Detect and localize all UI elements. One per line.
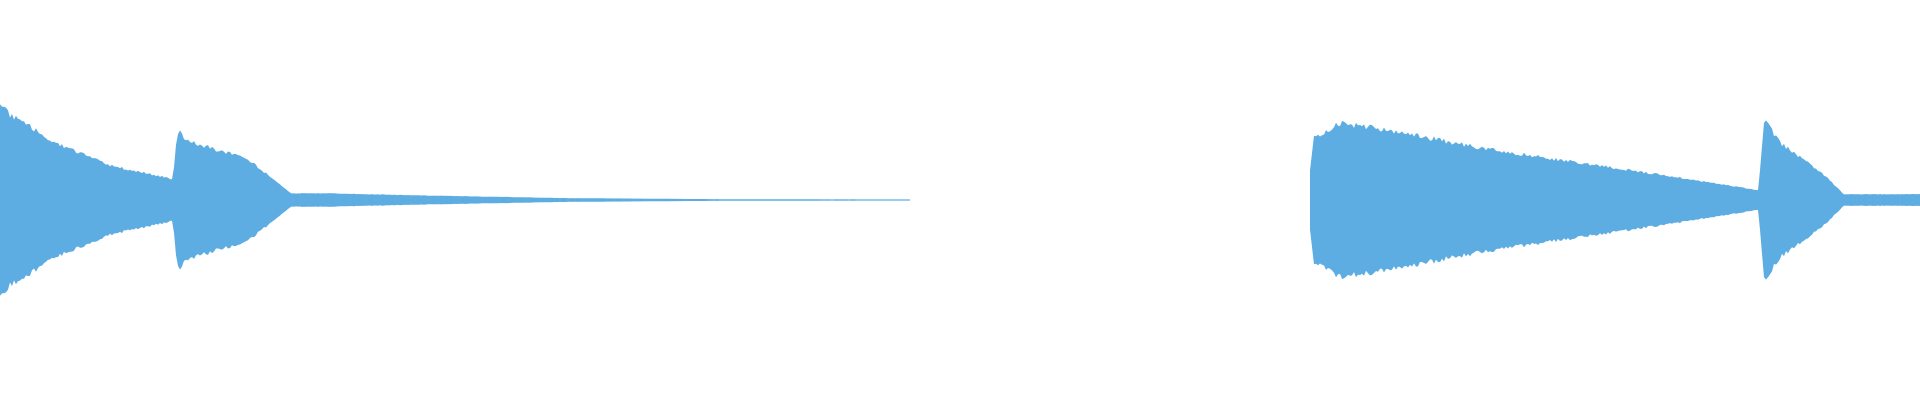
waveform-clip[interactable] [0, 104, 910, 296]
waveform-clip[interactable] [1310, 120, 1920, 280]
